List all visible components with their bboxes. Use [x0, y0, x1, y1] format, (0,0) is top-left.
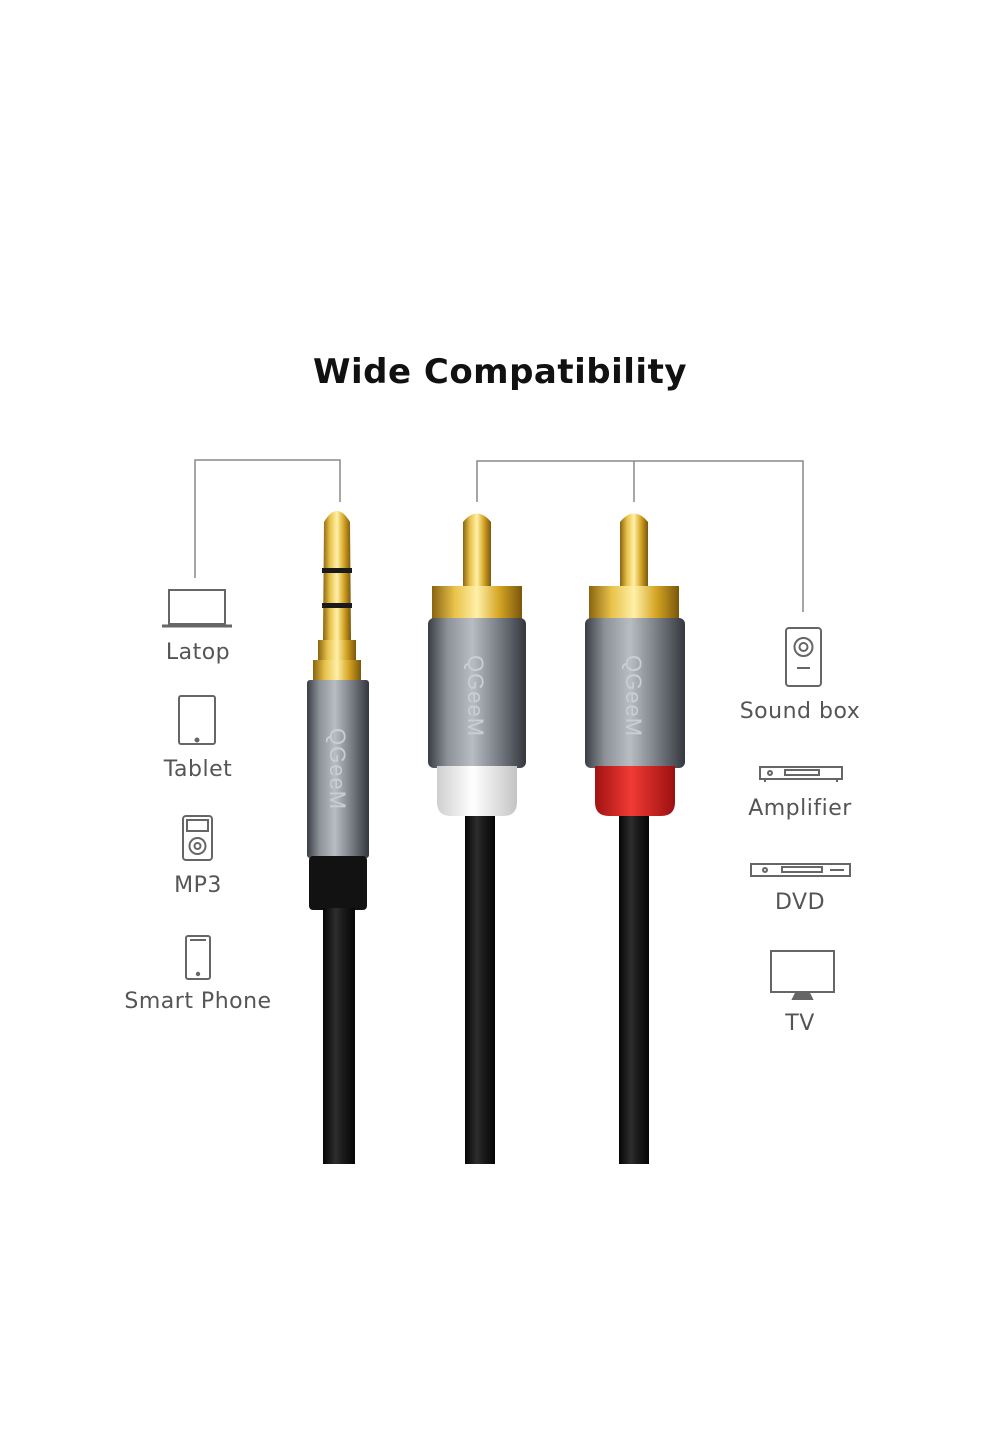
aux-jack-brand-text: QGeeM: [325, 728, 350, 810]
speaker-icon: [785, 627, 822, 687]
mp3-player-icon: [182, 815, 213, 861]
device-label-sound-box: Sound box: [739, 699, 861, 724]
amplifier-icon: [759, 766, 843, 782]
page-title: Wide Compatibility: [312, 352, 688, 392]
tv-icon: [770, 950, 835, 1000]
device-label-tablet: Tablet: [163, 757, 233, 782]
device-label-laptop: Latop: [165, 640, 231, 665]
laptop-icon: [162, 589, 232, 628]
device-label-mp3: MP3: [174, 873, 222, 898]
left-connector-line: [194, 459, 341, 578]
connector-lines: [194, 459, 804, 612]
device-label-tv: TV: [785, 1011, 815, 1036]
tablet-icon: [178, 695, 216, 745]
smartphone-icon: [185, 935, 211, 980]
aux-jack-plug: QGeeM: [307, 511, 369, 1164]
red-rca-brand-text: QGeeM: [621, 655, 646, 737]
rca-plug-red: QGeeM: [585, 513, 685, 1164]
dvd-player-icon: [750, 863, 851, 877]
device-label-dvd: DVD: [774, 890, 826, 915]
device-label-smartphone: Smart Phone: [124, 989, 272, 1014]
rca-plug-white: QGeeM: [428, 513, 526, 1164]
white-rca-brand-text: QGeeM: [463, 655, 488, 737]
right-connector-line: [476, 460, 804, 612]
device-label-amplifier: Amplifier: [748, 796, 852, 821]
